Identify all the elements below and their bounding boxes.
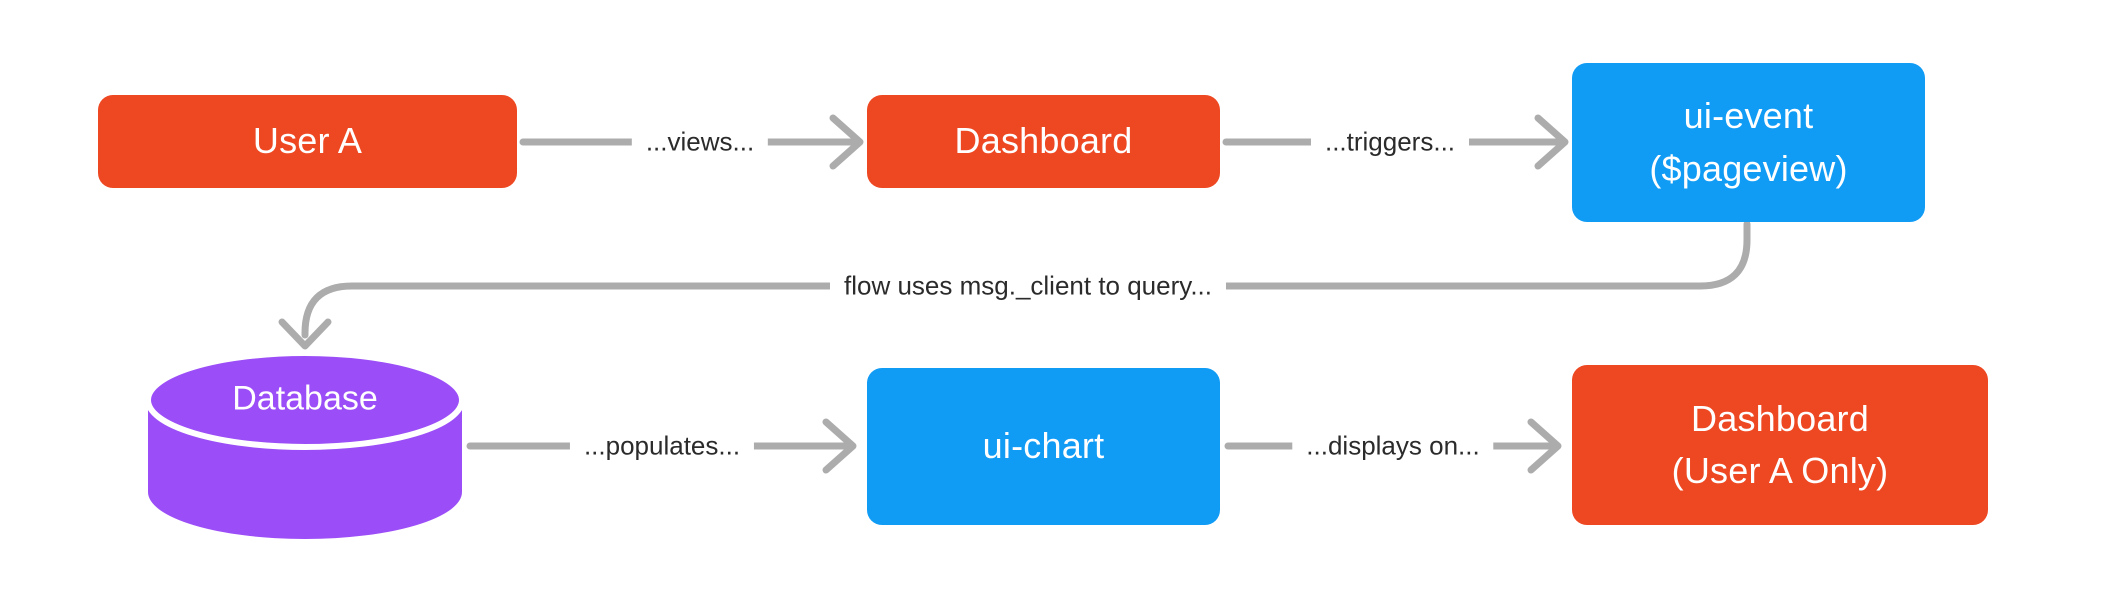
node-dashboard-label: Dashboard [954,120,1133,162]
edge-query-label: flow uses msg._client to query... [829,266,1227,306]
edge-views-label: ...views... [631,122,769,162]
arrowhead-icon [822,418,857,474]
arrowhead-icon [278,318,332,350]
edge-triggers-label: ...triggers... [1310,122,1470,162]
node-ui-chart-label: ui-chart [982,425,1105,467]
node-user-a[interactable]: User A [98,95,517,188]
node-user-a-label: User A [252,120,363,162]
node-dashboard-user-a-label-line1: Dashboard [1691,397,1869,439]
node-ui-event-label-line2: ($pageview) [1649,147,1848,189]
node-ui-chart[interactable]: ui-chart [867,368,1220,525]
node-dashboard[interactable]: Dashboard [867,95,1220,188]
arrowhead-icon [1534,114,1569,170]
node-ui-event-label-line1: ui-event [1683,95,1814,137]
arrowhead-icon [829,114,864,170]
node-database-label: Database [232,379,378,418]
database-cylinder-icon[interactable] [145,350,465,539]
edge-populates-label: ...populates... [569,426,755,466]
edge-displays-label: ...displays on... [1292,426,1494,466]
node-dashboard-user-a[interactable]: Dashboard (User A Only) [1572,365,1988,525]
node-ui-event[interactable]: ui-event ($pageview) [1572,63,1925,222]
arrowhead-icon [1527,418,1562,474]
node-dashboard-user-a-label-line2: (User A Only) [1671,450,1889,491]
